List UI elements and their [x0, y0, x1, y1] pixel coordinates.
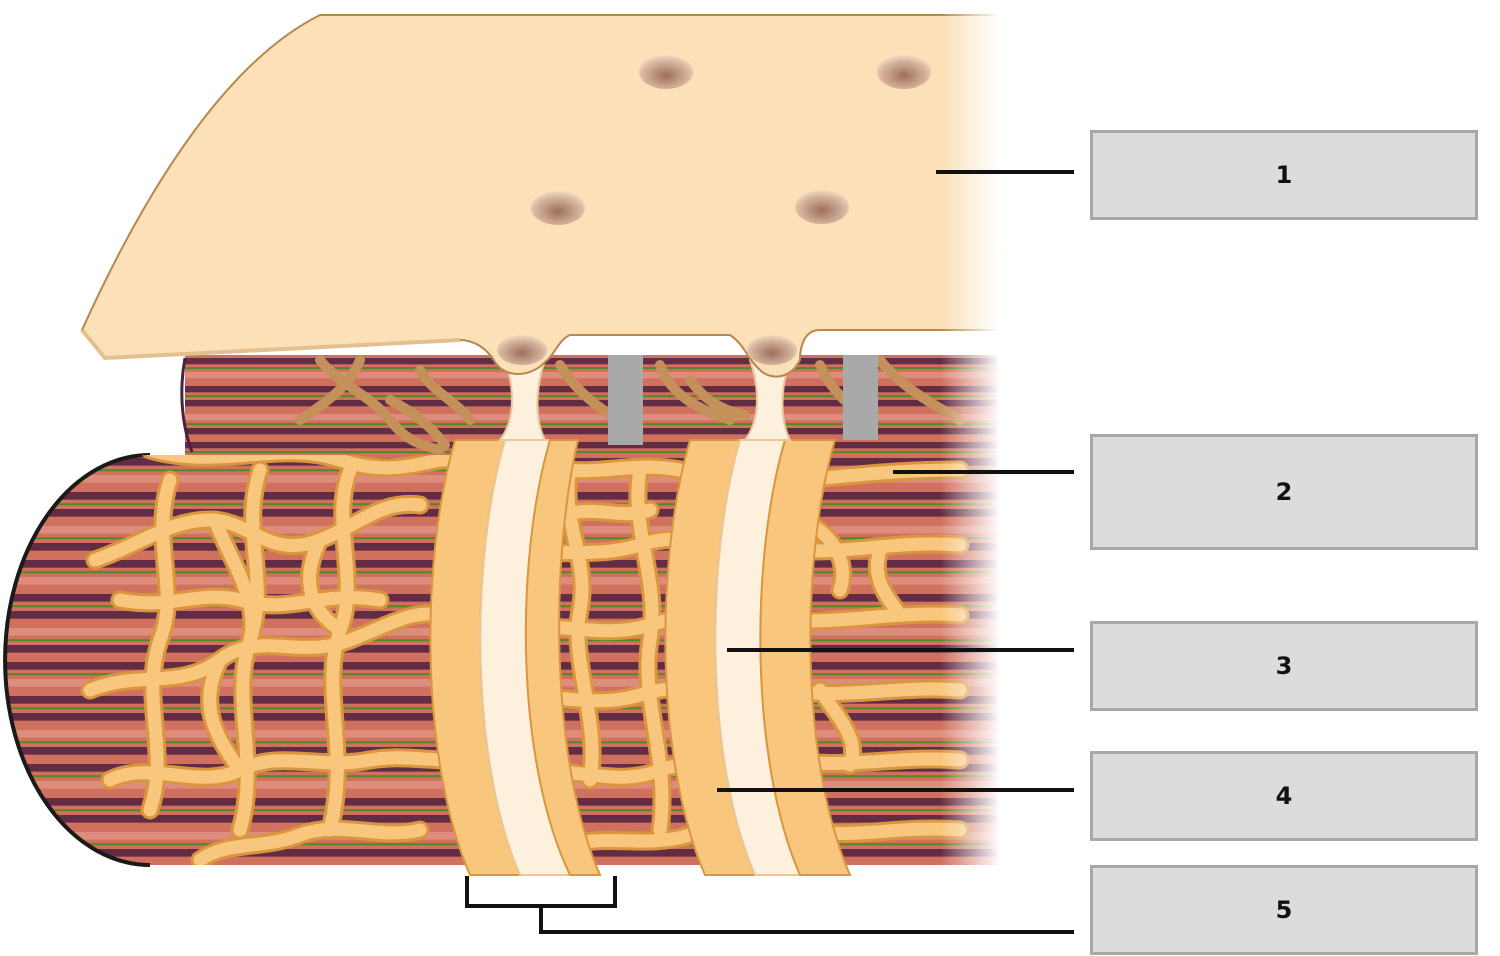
upper-muscle-fiber: [180, 355, 1000, 455]
terminal-cisternae: [429, 439, 852, 876]
label-box-1[interactable]: 1: [1090, 130, 1478, 220]
t-tubules: [498, 359, 792, 441]
leader-lines: [465, 170, 1074, 934]
label-text-2: 2: [1275, 478, 1293, 506]
label-text-1: 1: [1275, 161, 1293, 189]
label-text-3: 3: [1275, 652, 1293, 680]
label-box-4[interactable]: 4: [1090, 751, 1478, 841]
label-text-5: 5: [1275, 896, 1293, 924]
label-box-5[interactable]: 5: [1090, 865, 1478, 955]
label-text-4: 4: [1275, 782, 1293, 810]
label-box-3[interactable]: 3: [1090, 621, 1478, 711]
bracket-5: [465, 876, 617, 908]
label-box-2[interactable]: 2: [1090, 434, 1478, 550]
sarcolemma: [80, 14, 1001, 378]
leader-line-5: [539, 906, 1074, 934]
